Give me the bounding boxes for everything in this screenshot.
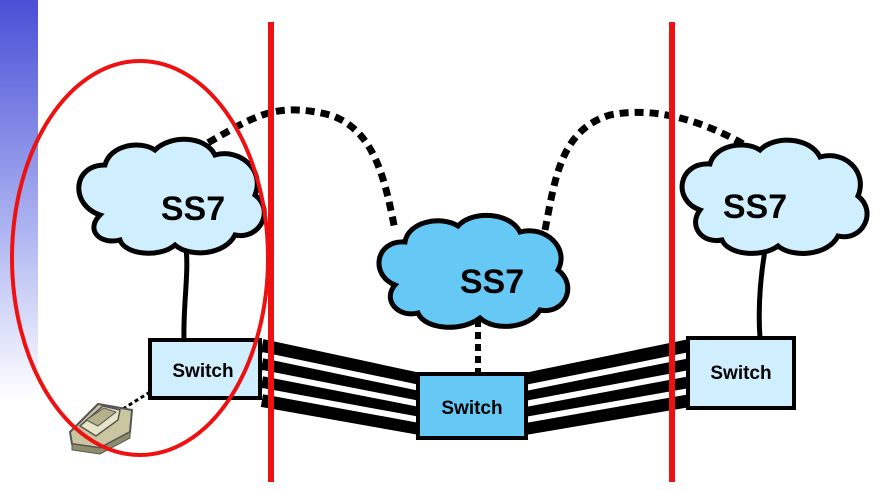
cloud-label-right: SS7	[723, 188, 787, 226]
ss7-cloud-right: SS7	[679, 137, 870, 256]
switch-label-center: Switch	[441, 398, 502, 419]
switch-left: Switch	[148, 338, 262, 400]
cloud-label-left: SS7	[161, 190, 225, 228]
ss7-cloud-left: SS7	[76, 136, 267, 256]
trunk-lines-left	[260, 339, 422, 435]
signaling-link-left-center	[193, 106, 399, 231]
cloud-switch-link-right	[756, 249, 768, 339]
signaling-link-center-right	[541, 108, 747, 231]
trunk-lines-right	[523, 339, 692, 435]
switch-label-left: Switch	[172, 361, 233, 382]
cloud-label-center: SS7	[460, 263, 524, 301]
switch-label-right: Switch	[710, 363, 771, 384]
switch-right: Switch	[686, 336, 796, 410]
ss7-cloud-center: SS7	[376, 212, 571, 330]
highlight-ellipse	[10, 59, 270, 457]
switch-center: Switch	[416, 372, 528, 440]
cloud-switch-link-left	[181, 239, 190, 341]
